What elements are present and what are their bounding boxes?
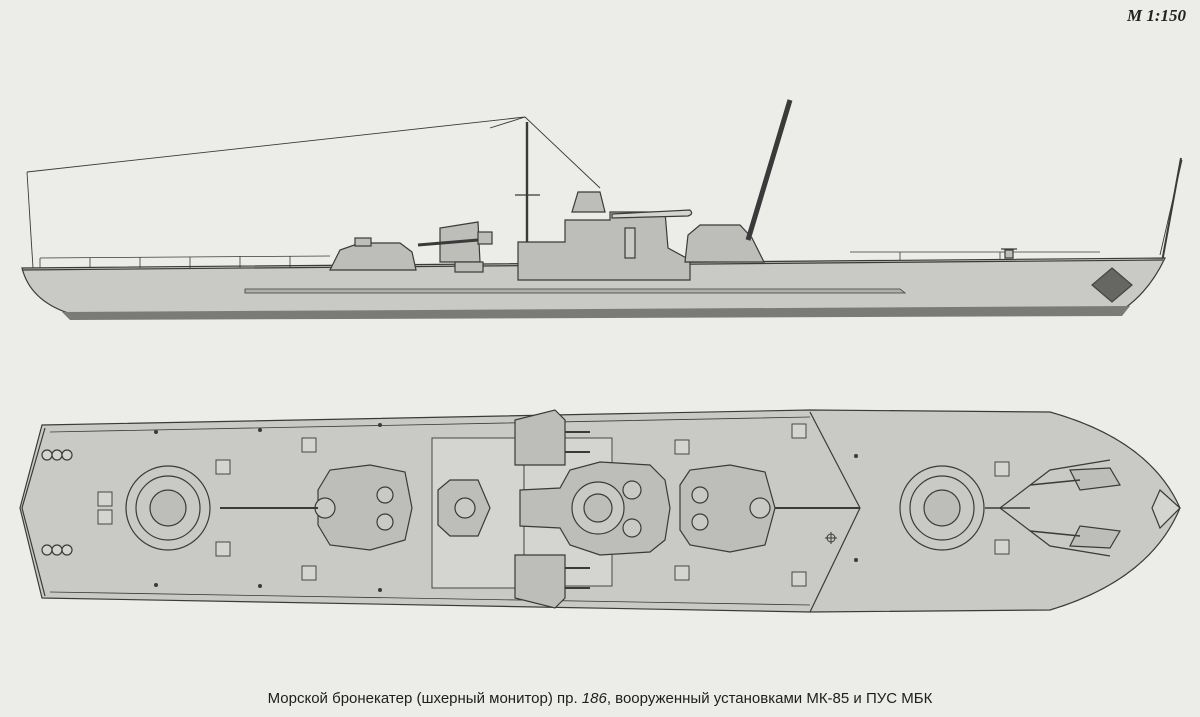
- superstructure-plan: [519, 461, 671, 556]
- aft-ventilator: [125, 465, 211, 551]
- figure-caption: Морской бронекатер (шхерный монитор) пр.…: [0, 690, 1200, 707]
- bow-diamond: [1091, 267, 1133, 303]
- anchor-cross: [825, 532, 837, 544]
- deckhouse-door: [624, 227, 636, 259]
- deck-hatches: [97, 423, 1010, 587]
- deck-inner-line: [49, 416, 811, 606]
- side-view: [21, 99, 1183, 320]
- starboard-aa-mount: [514, 554, 590, 609]
- deck-railing: [39, 251, 1100, 268]
- port-aa-mount: [514, 409, 590, 466]
- midship-director: [437, 479, 491, 537]
- bow-jackstaff: [1161, 157, 1182, 263]
- bow-bollard: [1004, 249, 1014, 259]
- stern-chevron: [21, 427, 46, 597]
- plan-view: [19, 409, 1181, 613]
- bow-mg-mounts: [985, 467, 1121, 549]
- fwd-turret: [684, 224, 765, 263]
- deck-fittings: [154, 423, 858, 592]
- superstructure: [517, 211, 691, 281]
- caption-project-number: 186: [581, 690, 607, 707]
- rub-rail: [244, 288, 907, 294]
- aft-turret-plan: [220, 464, 413, 551]
- stern-bollards: [41, 449, 73, 556]
- bow-fairlead: [999, 459, 1111, 557]
- caption-before: Морской бронекатер (шхерный монитор) пр.: [267, 690, 578, 707]
- aft-turret: [329, 242, 417, 271]
- fwd-ventilator: [899, 465, 985, 551]
- aft-turret-cupola: [354, 237, 372, 247]
- aft-director-front: [477, 231, 493, 245]
- keel-stripe: [62, 306, 1130, 320]
- scale-label: М 1:150: [1126, 6, 1186, 25]
- caption-after: , вооруженный установками МК-85 и ПУС МБ…: [606, 690, 933, 707]
- bridge-wing: [611, 209, 693, 219]
- aft-director-base: [454, 261, 484, 273]
- fwd-turret-plan: [679, 464, 860, 553]
- aft-gun-barrel: [417, 238, 479, 247]
- bow-tip: [1151, 489, 1181, 530]
- conning-tower: [571, 191, 606, 213]
- fwd-gun-barrel: [745, 99, 793, 241]
